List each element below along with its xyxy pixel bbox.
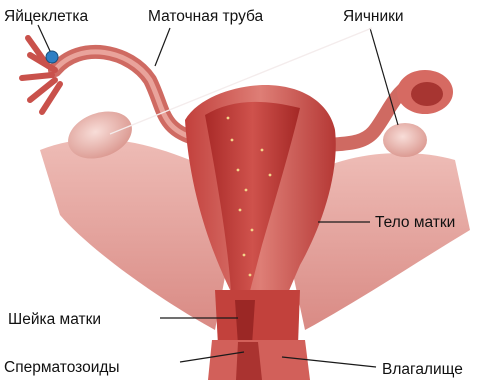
label-vagina: Влагалище <box>382 361 463 378</box>
label-uterus-body: Тело матки <box>375 214 455 231</box>
leader-fallopian-tube <box>155 28 170 66</box>
label-egg-cell: Яйцеклетка <box>4 8 89 25</box>
fimbriae-left <box>22 38 60 112</box>
label-fallopian-tube: Маточная труба <box>148 8 264 25</box>
ovary-right <box>383 123 427 157</box>
label-sperm: Сперматозоиды <box>4 359 120 376</box>
label-ovaries: Яичники <box>343 8 404 25</box>
label-cervix: Шейка матки <box>8 311 101 328</box>
leader-egg-cell <box>38 25 50 51</box>
egg-cell <box>46 51 58 63</box>
